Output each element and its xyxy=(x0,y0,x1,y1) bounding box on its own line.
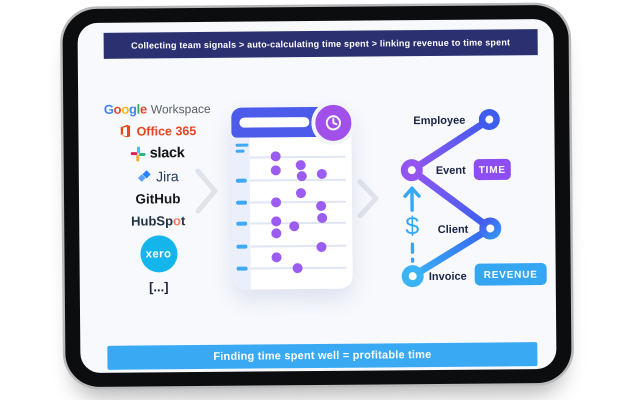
employee-label: Employee xyxy=(413,115,465,127)
slack-icon xyxy=(130,146,146,162)
slack-label: slack xyxy=(149,145,185,162)
calendar-row-line xyxy=(249,155,346,159)
edge-client-invoice xyxy=(409,224,494,280)
chevron-right-icon xyxy=(195,168,218,214)
invoice-label: Invoice xyxy=(429,271,467,283)
event-dot xyxy=(295,160,306,171)
integrations-list: Google Workspace Office 365 xyxy=(96,101,220,295)
event-dot xyxy=(271,228,282,239)
client-label: Client xyxy=(438,224,469,236)
event-dot xyxy=(271,252,282,263)
time-tick-dash xyxy=(235,178,247,183)
tablet-device: Collecting team signals > auto-calculati… xyxy=(62,4,572,388)
dollar-sign: $ xyxy=(405,212,419,240)
time-tick-dash xyxy=(236,200,248,205)
office-365-icon xyxy=(120,124,131,138)
calendar-title-pill xyxy=(239,117,310,128)
calendar-row-line xyxy=(250,200,347,204)
event-dot xyxy=(317,212,328,223)
jira-label: Jira xyxy=(155,168,179,185)
jira-icon xyxy=(138,169,151,182)
event-dot xyxy=(270,165,281,176)
logo-hubspot: HubSpot xyxy=(131,213,185,228)
github-label: GitHub xyxy=(135,191,181,207)
bottom-banner: Finding time spent well = profitable tim… xyxy=(107,342,538,370)
event-label: Event xyxy=(436,165,466,177)
event-dot xyxy=(292,263,303,274)
chevron-right-icon xyxy=(357,179,379,219)
logo-office-365: Office 365 xyxy=(118,123,196,139)
more-integrations-label: [...] xyxy=(148,279,169,295)
hubspot-sprocket-o: o xyxy=(172,213,182,229)
clock-badge xyxy=(311,100,356,146)
gutter-mini-dash xyxy=(235,143,249,147)
time-tick-dash xyxy=(236,244,248,249)
event-dot xyxy=(271,197,282,208)
edge-event-client xyxy=(408,166,494,232)
top-banner: Collecting team signals > auto-calculati… xyxy=(103,29,538,59)
event-dot xyxy=(316,168,327,180)
gutter-mini-dash xyxy=(235,149,245,153)
revenue-badge-label: REVENUE xyxy=(484,270,538,281)
time-tick-dash xyxy=(236,266,248,271)
top-banner-text: Collecting team signals > auto-calculati… xyxy=(131,37,511,51)
event-dot xyxy=(296,171,307,182)
logo-slack: slack xyxy=(130,145,185,162)
tablet-screen: Collecting team signals > auto-calculati… xyxy=(77,18,557,374)
bottom-banner-text: Finding time spent well = profitable tim… xyxy=(213,349,432,363)
event-dot xyxy=(289,221,300,232)
clock-icon xyxy=(325,115,341,131)
event-dot xyxy=(295,188,307,199)
hubspot-label: HubSpot xyxy=(131,213,186,229)
office-365-label: Office 365 xyxy=(136,123,197,139)
logo-google-workspace: Google Workspace xyxy=(103,101,211,117)
revenue-link-diagram: $ Employee Event Client Invoice TIME xyxy=(400,108,547,288)
xero-logo: xero xyxy=(139,235,178,273)
calendar-card xyxy=(231,100,356,290)
time-badge-label: TIME xyxy=(479,165,506,176)
event-dot xyxy=(316,241,327,253)
revenue-badge xyxy=(474,263,547,286)
event-dot xyxy=(271,216,282,227)
google-logo: Google xyxy=(103,101,147,117)
google-workspace-label: Workspace xyxy=(150,101,211,116)
event-dot xyxy=(270,151,281,162)
time-badge xyxy=(473,158,511,181)
xero-label: xero xyxy=(145,247,172,260)
event-dot xyxy=(316,200,327,212)
edge-employee-event xyxy=(408,115,493,174)
time-tick-dash xyxy=(236,221,248,226)
logo-jira: Jira xyxy=(137,168,179,184)
logo-github: GitHub xyxy=(135,191,180,206)
calendar-row-line xyxy=(250,244,347,248)
